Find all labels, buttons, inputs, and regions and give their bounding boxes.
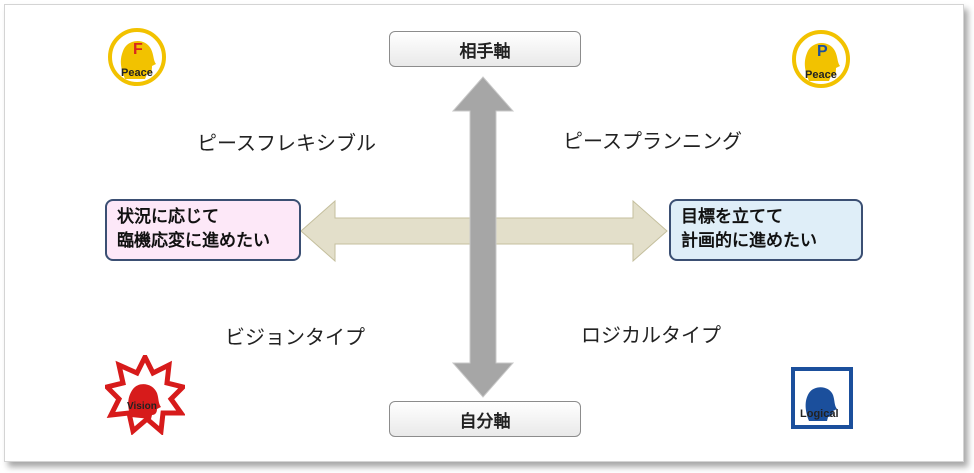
quadrant-label-top-left: ピースフレキシブル	[197, 131, 376, 155]
quadrant-label-bottom-right: ロジカルタイプ	[581, 323, 721, 347]
note-planning: 目標を立てて 計画的に進めたい	[669, 199, 863, 261]
note-flexible-line-2: 臨機応変に進めたい	[117, 231, 270, 251]
axis-arrows	[300, 76, 668, 398]
diagram-frame: 相手軸 自分軸 ピースフレキシブル ピースプランニング ビジョンタイプ ロジカル…	[4, 4, 964, 462]
axis-label-bottom: 自分軸	[389, 401, 581, 437]
peace-p-icon: P Peace	[791, 29, 851, 89]
note-planning-line-1: 目標を立てて	[681, 207, 783, 227]
peace-f-icon: F Peace	[107, 27, 167, 87]
note-planning-line-2: 計画的に進めたい	[681, 231, 817, 251]
note-flexible-line-1: 状況に応じて	[117, 207, 219, 227]
vertical-arrow	[451, 76, 515, 398]
note-flexible: 状況に応じて 臨機応変に進めたい	[105, 199, 301, 261]
axis-label-bottom-text: 自分軸	[459, 411, 511, 432]
peace-f-caption: Peace	[121, 67, 153, 79]
peace-f-letter: F	[133, 41, 143, 58]
vision-caption: Vision	[127, 401, 157, 412]
logical-caption: Logical	[800, 408, 839, 420]
peace-p-letter: P	[817, 43, 828, 60]
peace-p-caption: Peace	[805, 69, 837, 81]
logical-icon: Logical	[791, 367, 853, 429]
quadrant-label-bottom-left: ビジョンタイプ	[225, 325, 365, 349]
vision-icon: Vision	[105, 355, 185, 435]
quadrant-label-top-right: ピースプランニング	[563, 129, 742, 153]
axis-label-top: 相手軸	[389, 31, 581, 67]
axis-label-top-text: 相手軸	[459, 41, 511, 62]
